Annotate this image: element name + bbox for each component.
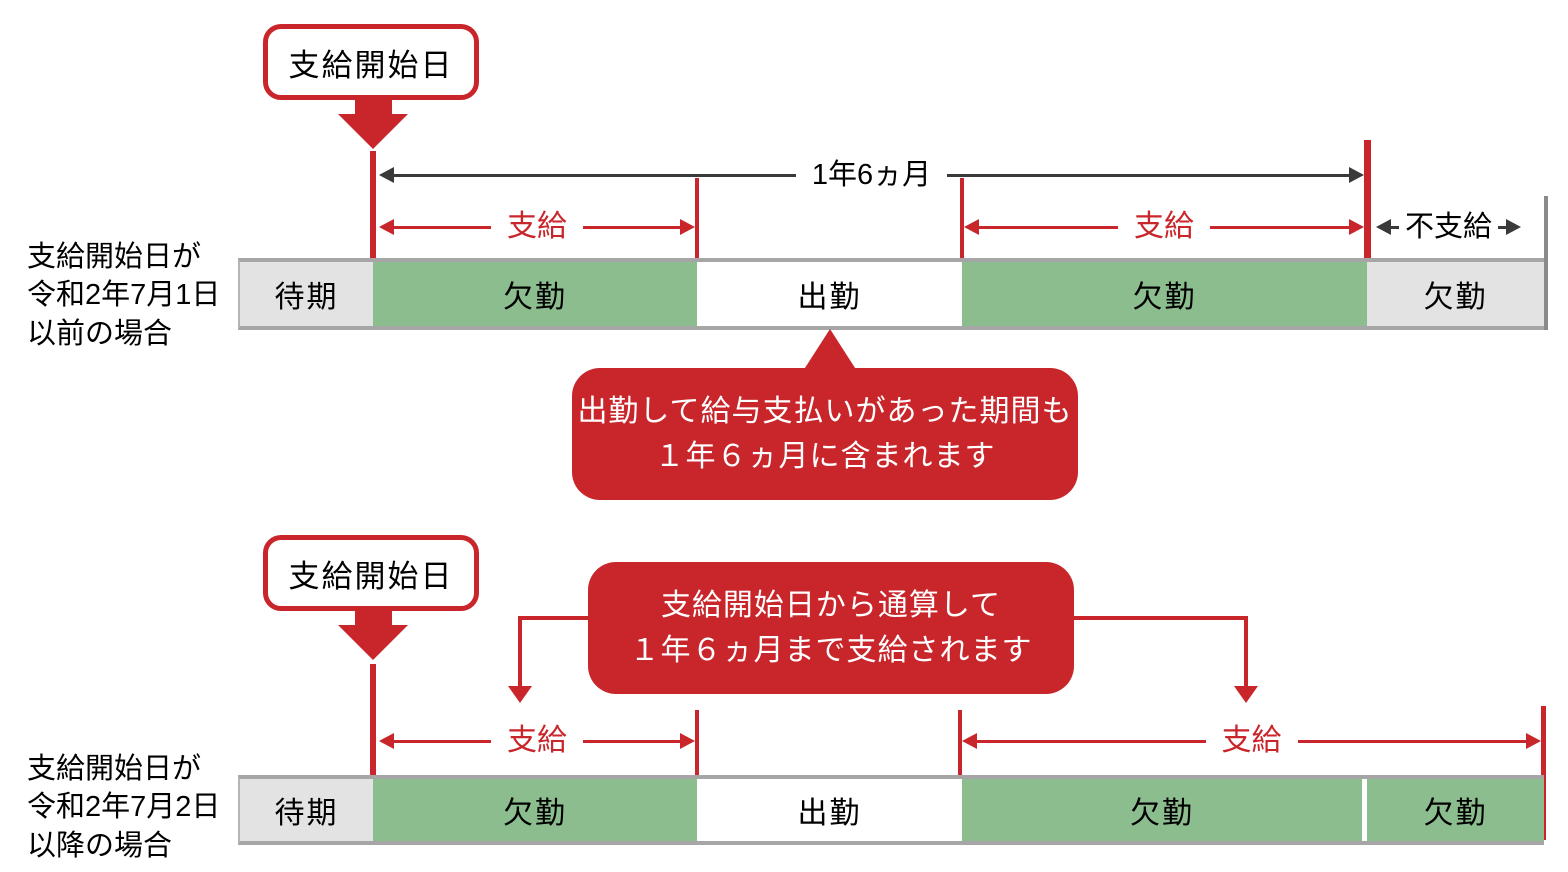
- case2-segment-kekkin2: 欠勤: [962, 779, 1362, 841]
- case2-pay-right-label: 支給: [1221, 724, 1282, 757]
- arrow-right-icon: [1349, 219, 1364, 235]
- case1-pay-left-label: 支給: [507, 210, 567, 243]
- case1-pay-right-label: 支給: [1134, 210, 1194, 243]
- case1-total-span-label: 1年6ヵ月: [811, 158, 932, 191]
- case1-label-line1: 支給開始日が: [27, 241, 202, 273]
- case2-connector-right-v: [1244, 616, 1248, 687]
- case2-callout-arrow-stem: [355, 610, 392, 626]
- case1-pay-arrow-right: 支給: [964, 210, 1364, 244]
- arrow-right-icon: [1349, 167, 1365, 183]
- case1-tick-right: [960, 178, 964, 258]
- case1-note-bubble: 出勤して給与支払いがあった期間も １年６ヵ月に含まれます: [572, 329, 1078, 500]
- case2-timeline-bar: 待期 欠勤 出勤 欠勤 欠勤: [238, 775, 1544, 845]
- case1-tick-left: [695, 178, 699, 258]
- case2-pay-arrow-left: 支給: [379, 724, 695, 758]
- bubble-pointer-up-icon: [803, 329, 857, 371]
- case1-timeline-bar: 待期 欠勤 出勤 欠勤 欠勤: [238, 258, 1544, 330]
- case2-note-line1: 支給開始日から通算して: [660, 589, 1002, 622]
- case2-segment-kekkin3: 欠勤: [1367, 779, 1544, 841]
- arrow-left-icon: [962, 733, 977, 749]
- case2-note-line2: １年６ヵ月まで支給されます: [629, 634, 1033, 667]
- case2-start-line: [370, 664, 376, 840]
- case1-label-line2: 令和2年7月1日: [27, 279, 221, 312]
- case1-segment-shukkin: 出勤: [697, 262, 962, 326]
- case2-callout-arrow-icon: [338, 625, 408, 660]
- case2-connector-right-arrow-icon: [1234, 686, 1258, 703]
- arrow-left-icon: [379, 219, 394, 235]
- case1-pay-arrow-left: 支給: [379, 210, 695, 244]
- case2-label: 支給開始日が 令和2年7月2日 以降の場合: [27, 750, 220, 865]
- case2-segment-kekkin1: 欠勤: [373, 779, 697, 841]
- arrow-left-icon: [964, 219, 979, 235]
- arrow-right-icon: [1506, 219, 1522, 235]
- case1-note-line2: １年６ヵ月に含まれます: [654, 440, 996, 473]
- case2-start-date-label: 支給開始日: [288, 558, 454, 594]
- case1-callout-arrow-stem: [355, 99, 392, 115]
- case2-connector-left-arrow-icon: [508, 686, 532, 703]
- case1-label-line3: 以前の場合: [27, 317, 173, 350]
- case2-label-line1: 支給開始日が: [27, 753, 202, 785]
- case2-pay-arrow-right: 支給: [962, 724, 1541, 758]
- case2-connector-right-h: [1072, 616, 1248, 620]
- arrow-right-icon: [1526, 733, 1541, 749]
- case1-no-pay-arrow: 不支給: [1376, 210, 1540, 244]
- case2-tick-right: [958, 710, 962, 775]
- arrow-right-icon: [680, 219, 695, 235]
- case2-connector-left-v: [518, 616, 522, 687]
- case1-note-line1: 出勤して給与支払いがあった期間も: [577, 395, 1073, 428]
- case1-right-edge-line: [1544, 196, 1548, 330]
- case2-segment-divider: [1362, 779, 1367, 841]
- arrow-right-icon: [680, 733, 695, 749]
- case2-payment-end-line: [1541, 706, 1546, 840]
- case1-start-date-label: 支給開始日: [288, 47, 454, 83]
- case1-segment-taiki: 待期: [240, 262, 373, 326]
- case2-segment-taiki: 待期: [240, 779, 373, 841]
- case2-connector-left-h: [518, 616, 590, 620]
- case2-pay-left-label: 支給: [507, 724, 567, 757]
- case1-payment-end-line: [1364, 140, 1371, 328]
- case2-label-line2: 令和2年7月2日: [27, 791, 221, 824]
- case2-note-bubble: 支給開始日から通算して １年６ヵ月まで支給されます: [588, 562, 1074, 694]
- case1-segment-kekkin2: 欠勤: [962, 262, 1367, 326]
- case1-no-pay-label: 不支給: [1405, 210, 1493, 243]
- case2-tick-left: [695, 710, 699, 775]
- case1-segment-kekkin1: 欠勤: [373, 262, 697, 326]
- case1-start-line: [370, 151, 376, 328]
- case1-segment-kekkin3: 欠勤: [1367, 262, 1544, 326]
- case2-start-date-callout: 支給開始日: [263, 535, 479, 611]
- arrow-left-icon: [379, 167, 394, 183]
- case1-start-date-callout: 支給開始日: [263, 24, 479, 100]
- case1-callout-arrow-icon: [338, 114, 408, 149]
- arrow-left-icon: [379, 733, 394, 749]
- arrow-left-icon: [1376, 219, 1391, 235]
- case1-total-span-arrow: 1年6ヵ月: [379, 158, 1365, 192]
- case2-label-line3: 以降の場合: [27, 829, 173, 862]
- case2-segment-shukkin: 出勤: [697, 779, 962, 841]
- case1-label: 支給開始日が 令和2年7月1日 以前の場合: [27, 238, 220, 353]
